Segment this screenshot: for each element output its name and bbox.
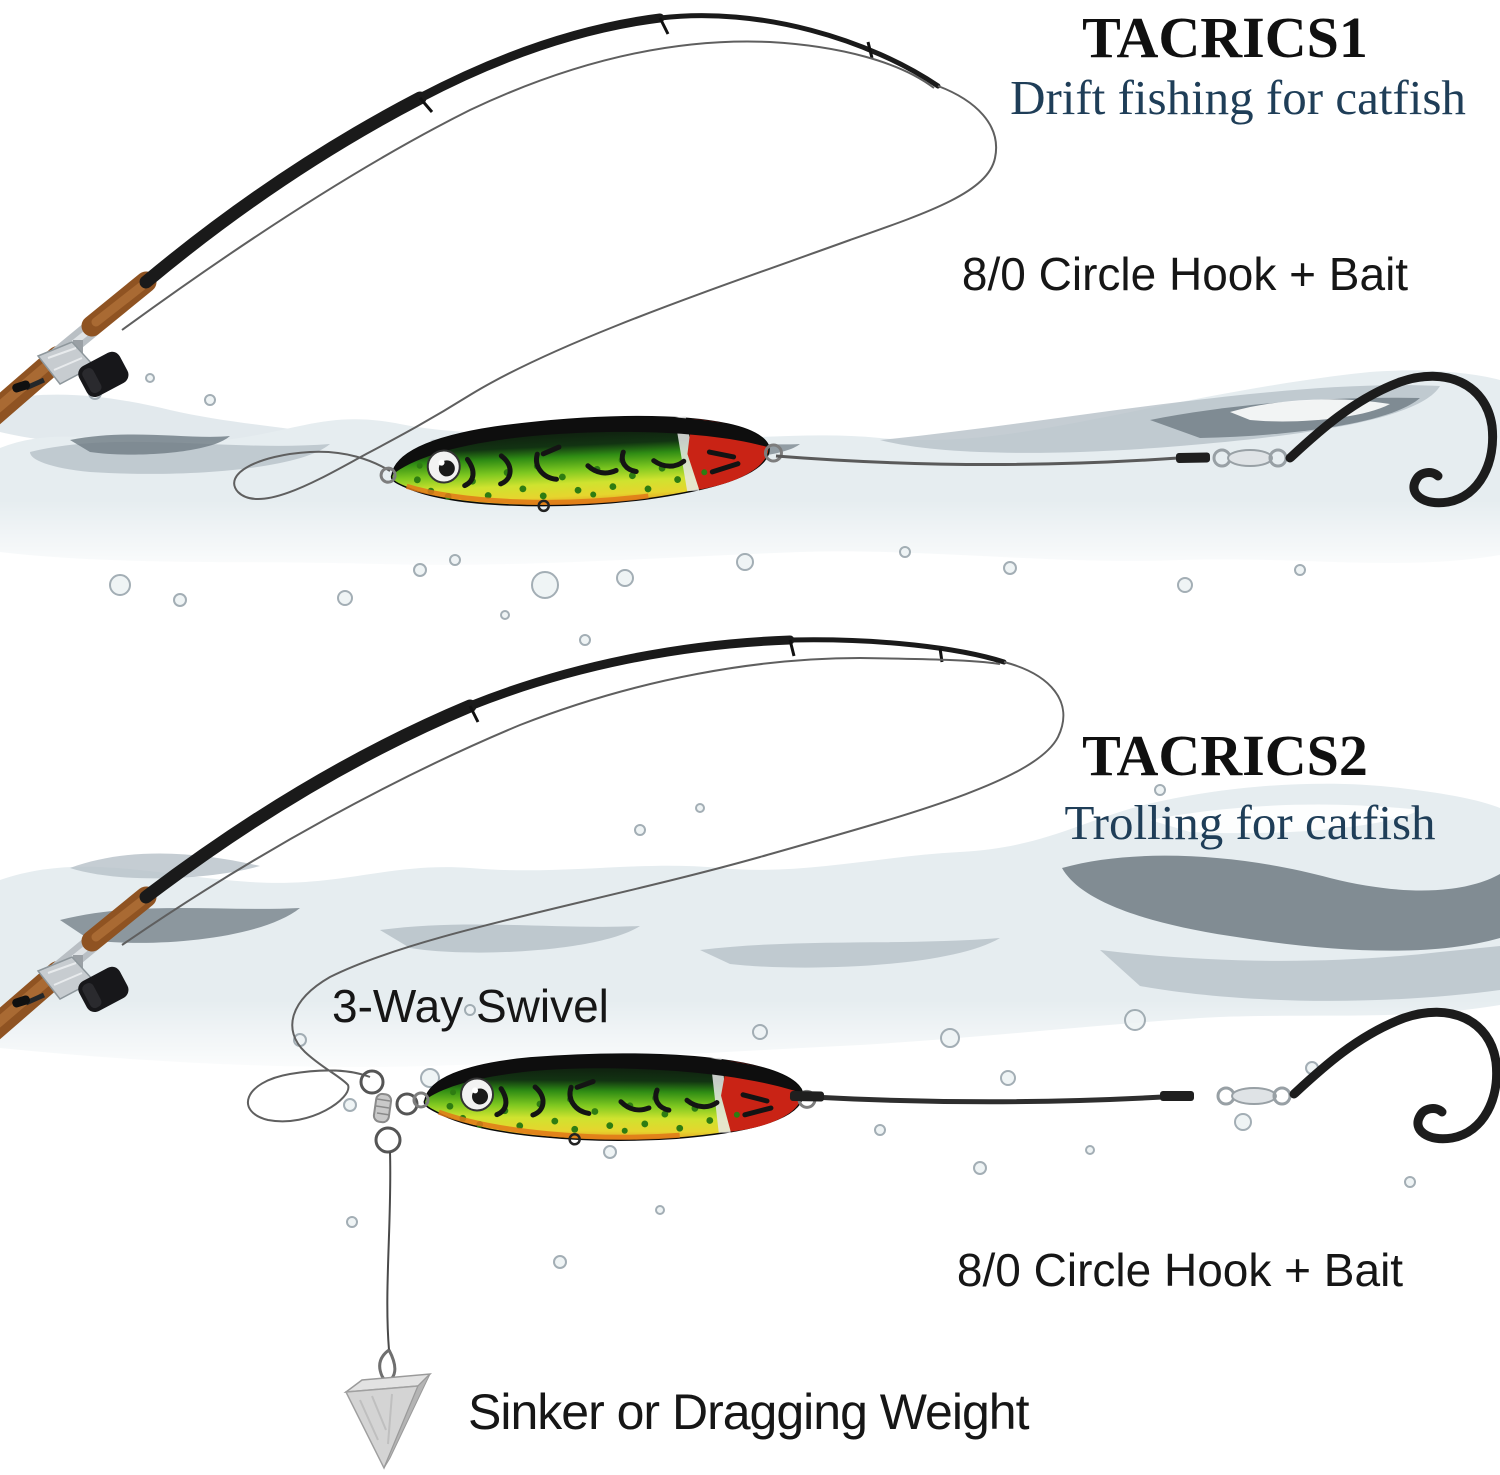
fishing-rod-1 bbox=[0, 13, 941, 424]
fishing-line-1 bbox=[121, 40, 998, 501]
tactic1-title: TACRICS1 bbox=[1082, 5, 1368, 70]
water-splash-1 bbox=[0, 370, 1500, 646]
sinker-line bbox=[386, 1151, 392, 1351]
tactic2-swivel-label: 3-Way Swivel bbox=[332, 980, 609, 1032]
pyramid-sinker bbox=[343, 1348, 432, 1470]
tactic2-title: TACRICS2 bbox=[1082, 723, 1368, 788]
leader-1 bbox=[775, 448, 1288, 468]
water-splash-2 bbox=[0, 783, 1500, 1269]
fishing-rod-2 bbox=[0, 635, 1007, 1039]
tactic2-hook-label: 8/0 Circle Hook + Bait bbox=[956, 1244, 1404, 1296]
tactic2-subtitle: Trolling for catfish bbox=[1064, 795, 1436, 850]
tactic1-hook-label: 8/0 Circle Hook + Bait bbox=[961, 248, 1409, 300]
tactic2-sinker-label: Sinker or Dragging Weight bbox=[468, 1384, 1029, 1440]
leader-2 bbox=[789, 1086, 1292, 1106]
fishing-line-2 bbox=[121, 656, 1065, 1123]
tactic1-subtitle: Drift fishing for catfish bbox=[1010, 70, 1466, 125]
three-way-swivel bbox=[359, 1069, 419, 1154]
lure-2 bbox=[414, 1052, 816, 1146]
